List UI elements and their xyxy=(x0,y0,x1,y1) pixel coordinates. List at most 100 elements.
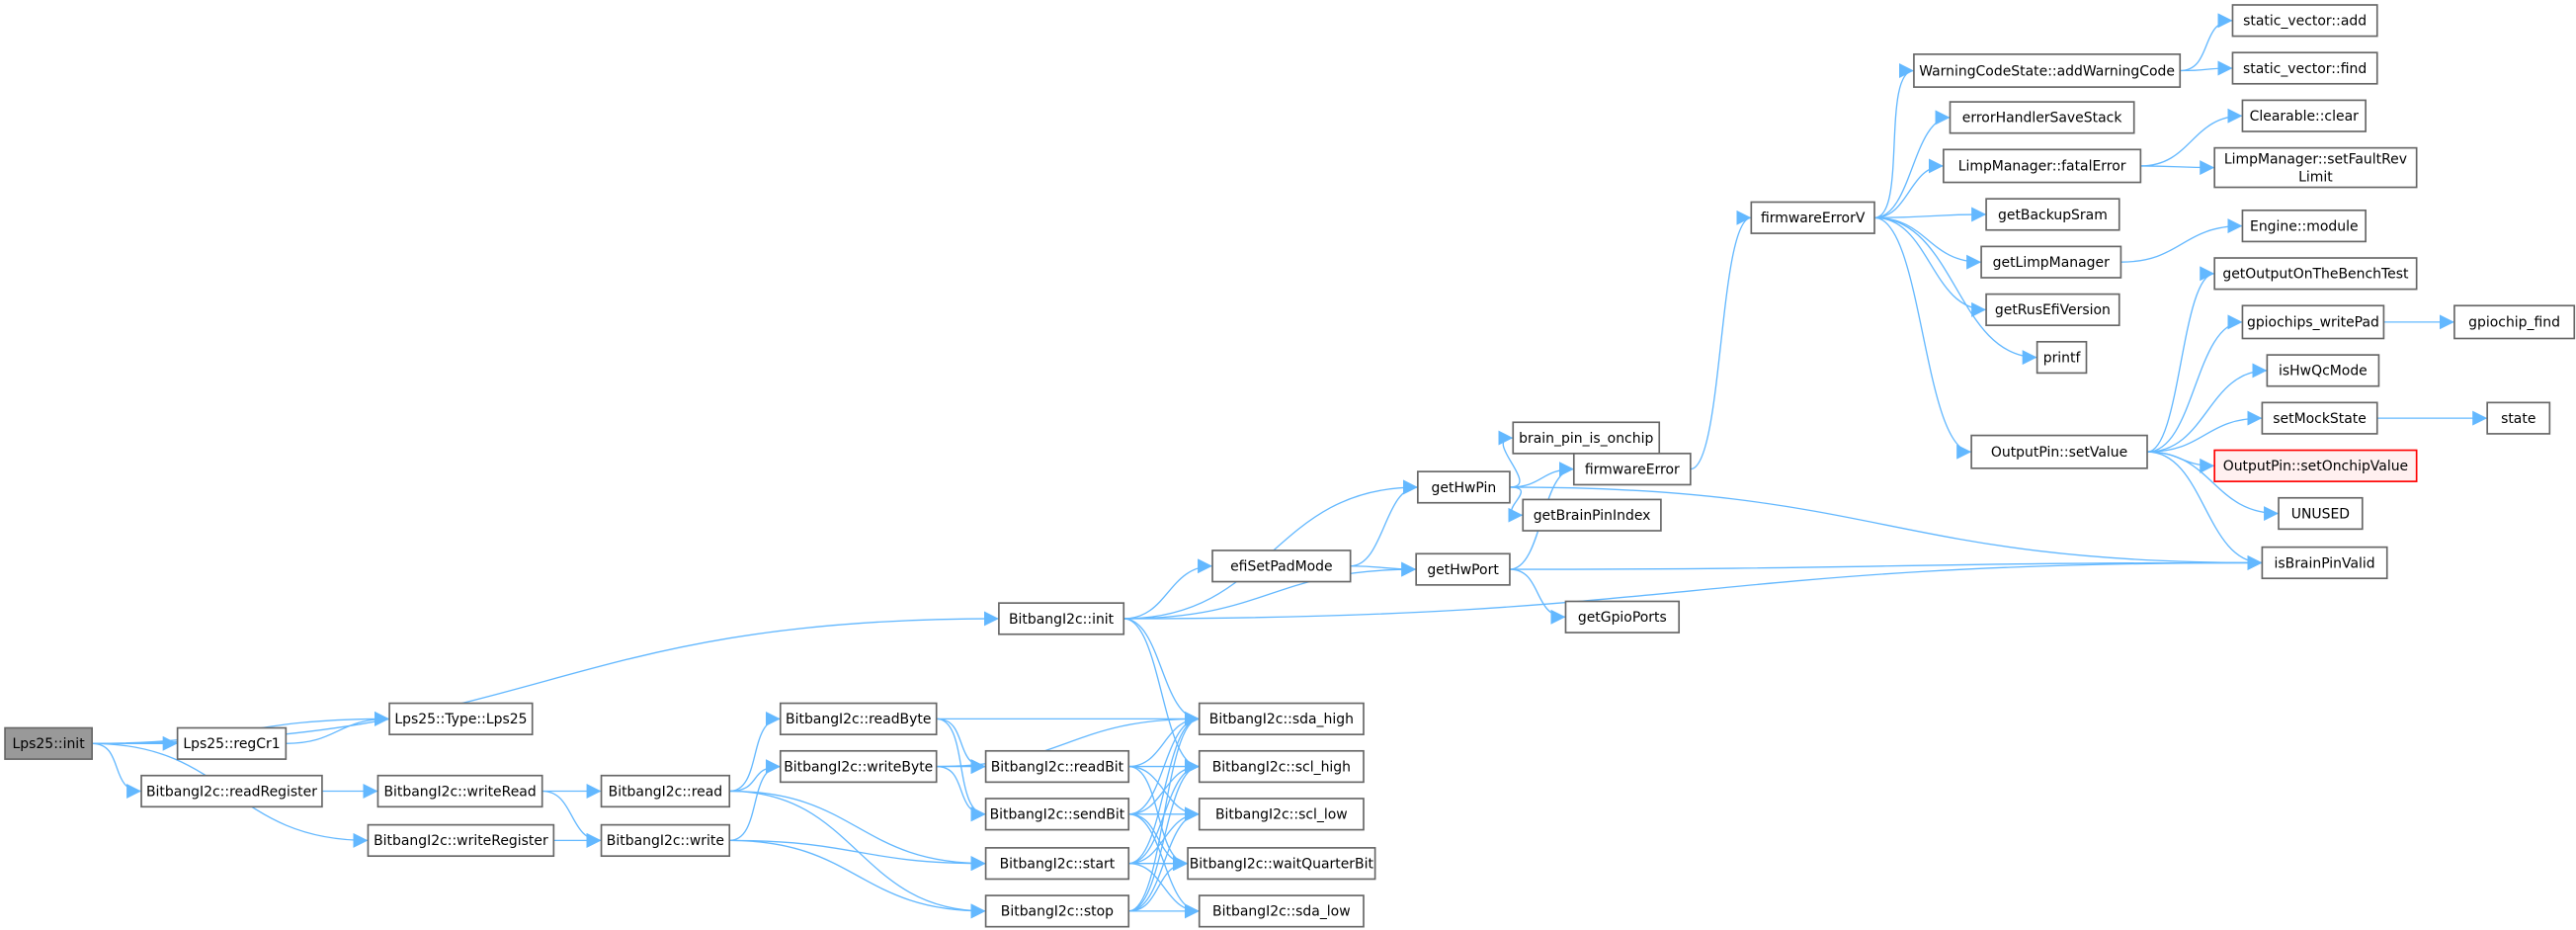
edge-addwarningcode-to-sv_find xyxy=(2180,60,2233,76)
node-readbyte[interactable]: BitbangI2c::readByte xyxy=(779,702,938,735)
node-readregister[interactable]: BitbangI2c::readRegister xyxy=(140,774,323,808)
node-unused[interactable]: UNUSED xyxy=(2278,496,2364,531)
node-label: errorHandlerSaveStack xyxy=(1962,111,2123,127)
node-getbackupsram[interactable]: getBackupSram xyxy=(1985,198,2120,231)
node-isbrainpinvalid[interactable]: isBrainPinValid xyxy=(2261,546,2388,580)
node-box xyxy=(2453,304,2576,340)
edge-i2c_init-to-efisetpadmode xyxy=(1123,558,1213,620)
node-state[interactable]: state xyxy=(2486,401,2551,435)
node-i2c-init[interactable]: BitbangI2c::init xyxy=(998,602,1125,635)
node-writebyte[interactable]: BitbangI2c::writeByte xyxy=(779,749,938,784)
node-errorhandlersavestack[interactable]: errorHandlerSaveStack xyxy=(1949,101,2135,134)
node-box xyxy=(1564,600,1681,634)
node-box xyxy=(984,798,1130,831)
node-box xyxy=(1522,498,1662,532)
edge-i2c_init-to-isbrainpinvalid xyxy=(1123,554,2263,620)
edge-firmwareerrorv-to-printf xyxy=(1874,216,2037,366)
node-getrusefiversion[interactable]: getRusEfiVersion xyxy=(1985,293,2120,327)
node-setvalue[interactable]: OutputPin::setValue xyxy=(1970,434,2148,469)
node-label: BitbangI2c::scl_high xyxy=(1212,759,1351,775)
node-label: static_vector::add xyxy=(2243,14,2367,30)
node-ishwqcmode[interactable]: isHwQcMode xyxy=(2266,354,2380,387)
node-type-lps25[interactable]: Lps25::Type::Lps25 xyxy=(388,702,534,735)
node-engine-module[interactable]: Engine::module xyxy=(2241,209,2367,243)
node-efisetpadmode[interactable]: efiSetPadMode xyxy=(1211,550,1352,583)
node-box xyxy=(984,894,1130,928)
edge-firmwareerror-to-firmwareerrorv xyxy=(1690,210,1752,470)
node-getgpioports[interactable]: getGpioPorts xyxy=(1564,600,1681,634)
node-box xyxy=(779,702,938,735)
node-waitquarterbit[interactable]: BitbangI2c::waitQuarterBit xyxy=(1187,847,1376,881)
node-label: BitbangI2c::sendBit xyxy=(990,807,1125,823)
node-sv-add[interactable]: static_vector::add xyxy=(2231,4,2378,38)
edge-setvalue-to-ishwqcmode xyxy=(2147,363,2268,453)
node-box xyxy=(176,726,288,760)
node-sendbit[interactable]: BitbangI2c::sendBit xyxy=(984,798,1130,831)
node-clear[interactable]: Clearable::clear xyxy=(2241,99,2367,132)
node-lps25-init[interactable]: Lps25::init xyxy=(4,726,93,760)
node-label: LimpManager::fatalError xyxy=(1958,159,2126,175)
node-getoutputonthebenchtest[interactable]: getOutputOnTheBenchTest xyxy=(2213,257,2418,291)
edge-stop-to-scl_low xyxy=(1128,806,1200,912)
node-label: BitbangI2c::stop xyxy=(1001,904,1114,920)
edge-firmwareerrorv-to-setvalue xyxy=(1874,216,1972,460)
node-setonchipvalue[interactable]: OutputPin::setOnchipValue xyxy=(2213,449,2418,482)
node-gethwport[interactable]: getHwPort xyxy=(1415,552,1511,586)
node-getbrainpinindex[interactable]: getBrainPinIndex xyxy=(1522,498,1662,532)
node-scl-high[interactable]: BitbangI2c::scl_high xyxy=(1198,749,1365,784)
node-sda-low[interactable]: BitbangI2c::sda_low xyxy=(1198,894,1365,928)
node-label: Clearable::clear xyxy=(2250,109,2359,125)
edge-gethwport-to-getgpioports xyxy=(1509,568,1566,625)
node-label: isHwQcMode xyxy=(2279,364,2368,380)
node-writeregister[interactable]: BitbangI2c::writeRegister xyxy=(367,823,555,858)
node-writeread[interactable]: BitbangI2c::writeRead xyxy=(376,774,543,808)
edge-efisetpadmode-to-gethwport xyxy=(1350,561,1417,577)
edge-read-to-start xyxy=(729,790,986,872)
node-firmwareerrorv[interactable]: firmwareErrorV xyxy=(1750,201,1875,234)
node-gethwpin[interactable]: getHwPin xyxy=(1417,470,1511,504)
node-box xyxy=(1198,749,1365,784)
edge-write-to-start xyxy=(729,839,986,872)
node-gpiochip-find[interactable]: gpiochip_find xyxy=(2453,304,2576,340)
node-box xyxy=(2231,4,2378,38)
node-label: gpiochips_writePad xyxy=(2247,315,2379,331)
node-box xyxy=(1572,453,1692,486)
node-write[interactable]: BitbangI2c::write xyxy=(600,823,731,858)
node-firmwareerror[interactable]: firmwareError xyxy=(1572,453,1692,486)
node-label: BitbangI2c::write xyxy=(607,833,724,849)
node-label: OutputPin::setValue xyxy=(1991,445,2127,461)
node-box xyxy=(1970,434,2148,469)
node-brain-pin-is-onchip[interactable]: brain_pin_is_onchip xyxy=(1512,421,1661,455)
node-scl-low[interactable]: BitbangI2c::scl_low xyxy=(1198,798,1365,831)
node-label: getGpioPorts xyxy=(1578,610,1667,626)
node-label: LimpManager::setFaultRev xyxy=(2224,151,2407,167)
node-box xyxy=(1198,894,1365,928)
edge-setvalue-to-unused xyxy=(2147,451,2280,522)
node-fatalerror[interactable]: LimpManager::fatalError xyxy=(1943,148,2142,184)
node-box xyxy=(2278,496,2364,531)
node-box xyxy=(2261,546,2388,580)
node-sda-high[interactable]: BitbangI2c::sda_high xyxy=(1198,702,1365,735)
node-setmockstate[interactable]: setMockState xyxy=(2261,401,2378,435)
edge-firmwareerrorv-to-getbackupsram xyxy=(1874,207,1987,222)
node-getlimpmanager[interactable]: getLimpManager xyxy=(1980,245,2122,279)
node-printf[interactable]: printf xyxy=(2036,340,2088,375)
node-label: BitbangI2c::scl_low xyxy=(1215,807,1348,823)
node-start[interactable]: BitbangI2c::start xyxy=(984,847,1130,881)
node-label: BitbangI2c::start xyxy=(1000,856,1116,872)
node-readbit[interactable]: BitbangI2c::readBit xyxy=(984,749,1130,784)
node-label: WarningCodeState::addWarningCode xyxy=(1919,63,2175,79)
edge-read-to-writebyte xyxy=(729,759,781,793)
node-regcr1[interactable]: Lps25::regCr1 xyxy=(176,726,288,760)
node-box xyxy=(2266,354,2380,387)
node-read[interactable]: BitbangI2c::read xyxy=(600,774,731,808)
node-addwarningcode[interactable]: WarningCodeState::addWarningCode xyxy=(1913,53,2182,88)
edge-read-to-readbyte xyxy=(729,711,781,793)
edge-write-to-writebyte xyxy=(729,759,781,842)
node-sv-find[interactable]: static_vector::find xyxy=(2231,51,2378,85)
node-gpiochips-writepad[interactable]: gpiochips_writePad xyxy=(2241,304,2385,340)
node-stop[interactable]: BitbangI2c::stop xyxy=(984,894,1130,928)
edge-write-to-stop xyxy=(729,839,986,919)
